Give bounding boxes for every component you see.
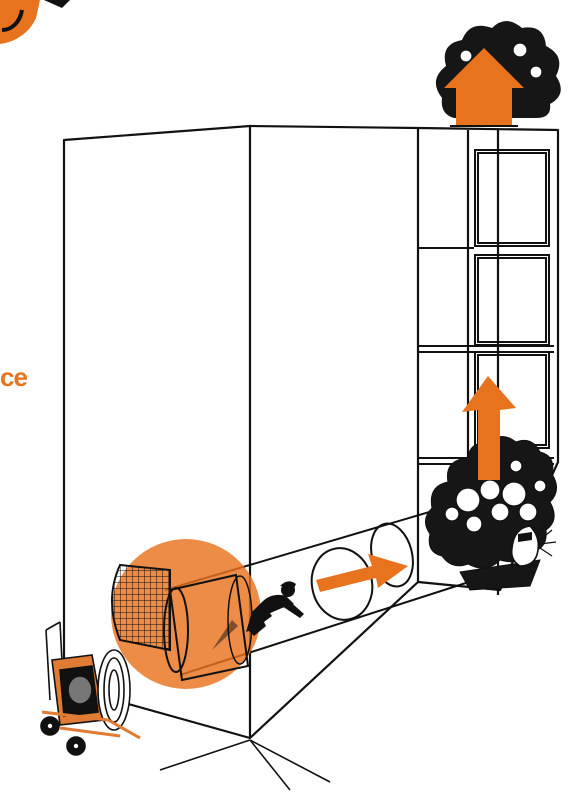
- front-face: [250, 126, 418, 738]
- corner-badge-icon: [0, 0, 70, 44]
- ground-lines: [160, 740, 330, 790]
